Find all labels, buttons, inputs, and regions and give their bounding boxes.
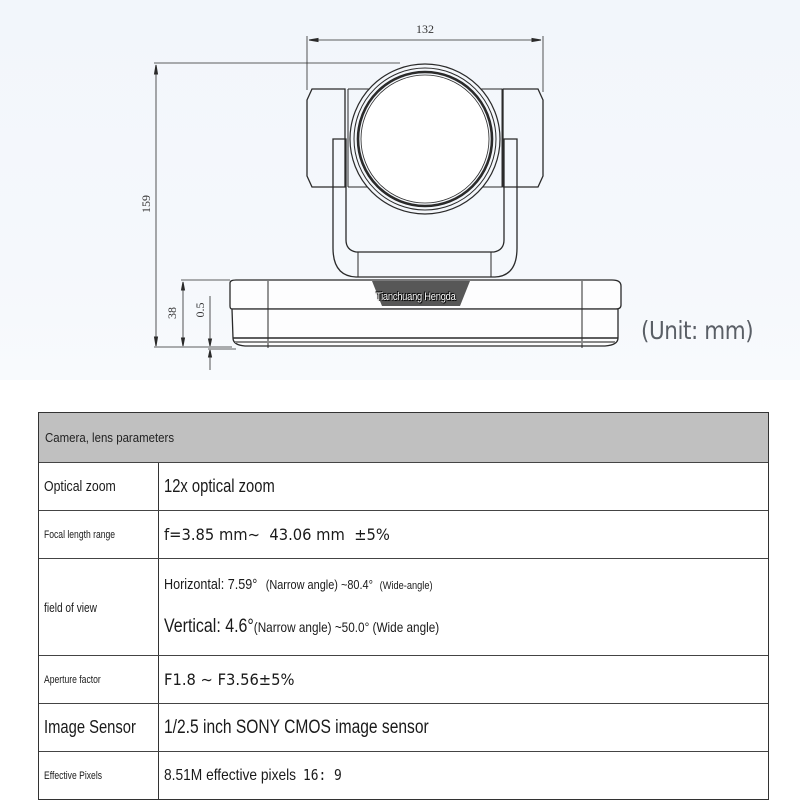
spec-table: Camera, lens parameters Optical zoom 12x… xyxy=(38,412,769,800)
row-value: 8.51M effective pixels xyxy=(164,767,297,784)
aspect-ratio: 16: 9 xyxy=(302,766,342,784)
row-label: field of view xyxy=(44,599,97,615)
row-label: Effective Pixels xyxy=(44,769,103,782)
row-value: 1/2.5 inch SONY CMOS image sensor xyxy=(164,716,429,738)
dimension-drawing: 132 159 38 0.5 Tianchuang Hengda (Unit: … xyxy=(0,0,800,380)
height-dimension-label: 159 xyxy=(139,195,153,213)
row-label: Focal length range xyxy=(44,528,116,541)
table-row-focal-length: Focal length range f=3.85 mm∼ 43.06 mm ±… xyxy=(39,510,768,558)
fov-vertical: Vertical: 4.6° (Narrow angle) ~50.0° (Wi… xyxy=(164,615,440,637)
table-header: Camera, lens parameters xyxy=(39,413,768,462)
fov-horizontal: Horizontal: 7.59° (Narrow angle) ~80.4° … xyxy=(164,576,433,594)
svg-text:38: 38 xyxy=(165,307,179,319)
width-dimension-label: 132 xyxy=(416,22,434,36)
table-row-optical-zoom: Optical zoom 12x optical zoom xyxy=(39,462,768,510)
row-label: Aperture factor xyxy=(44,673,101,686)
camera-outline-drawing: 132 159 38 0.5 xyxy=(139,22,622,370)
row-value: 12x optical zoom xyxy=(164,476,275,496)
table-row-effective-pixels: Effective Pixels 8.51M effective pixels … xyxy=(39,751,768,799)
table-row-image-sensor: Image Sensor 1/2.5 inch SONY CMOS image … xyxy=(39,703,768,751)
row-label: Image Sensor xyxy=(44,717,136,737)
brand-watermark: Tianchuang Hengda xyxy=(376,291,456,303)
svg-text:0.5: 0.5 xyxy=(193,303,207,318)
row-value: f=3.85 mm∼ 43.06 mm ±5% xyxy=(164,525,390,544)
unit-label: (Unit: mm) xyxy=(641,316,754,345)
row-label: Optical zoom xyxy=(44,478,116,495)
table-row-field-of-view: field of view Horizontal: 7.59° (Narrow … xyxy=(39,558,768,655)
table-title: Camera, lens parameters xyxy=(45,430,175,445)
table-row-aperture: Aperture factor F1.8 ∼ F3.56±5% xyxy=(39,655,768,703)
row-value: F1.8 ∼ F3.56±5% xyxy=(164,670,295,689)
